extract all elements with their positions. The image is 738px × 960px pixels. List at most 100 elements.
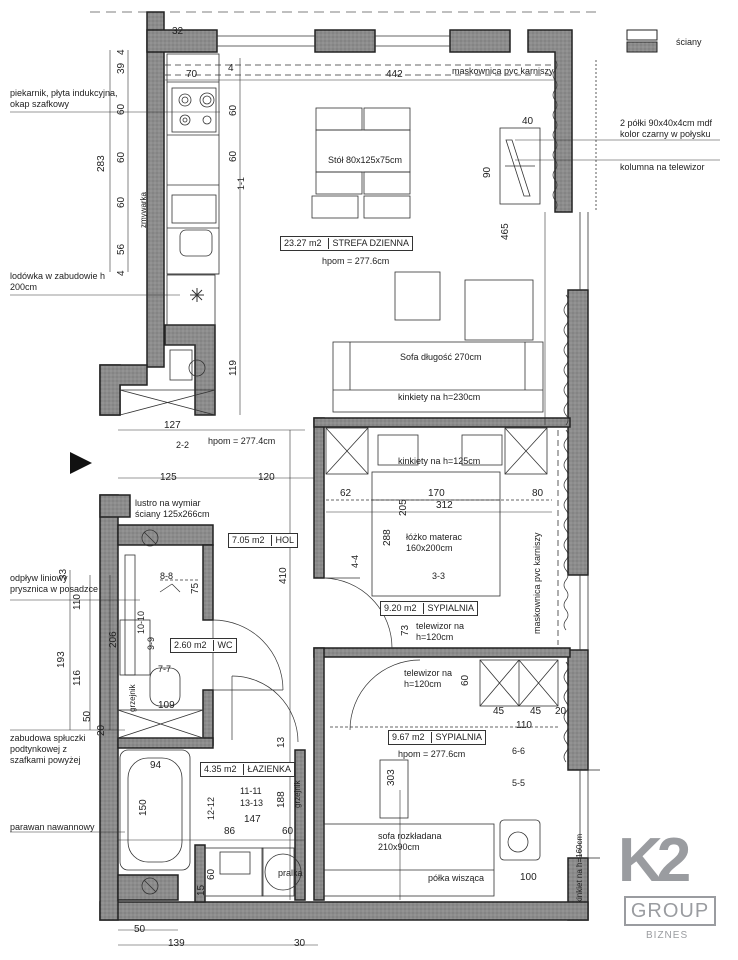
dim-label: 120 [258, 472, 275, 483]
room-name: WC [212, 640, 233, 651]
dim-label: 60 [460, 674, 471, 686]
dim-label: 410 [278, 567, 289, 584]
room-name: SYPIALNIA [422, 603, 474, 614]
note-drain: odpływ liniowy prysznica w posadzce [10, 573, 99, 594]
dim-label: 15 [196, 884, 207, 896]
dim-label: 116 [72, 670, 83, 686]
dimension-lines [69, 50, 555, 946]
section-mark: 11-11 [240, 786, 262, 796]
section-mark: 7-7 [158, 664, 172, 674]
section-mark: 8-8 [160, 571, 174, 581]
room-tag-hall: 7.05 m2 HOL [228, 533, 299, 548]
dim-label: 20 [555, 706, 567, 717]
section-mark: 1-1 [236, 176, 246, 190]
note-sofa: Sofa długość 270cm [400, 352, 482, 362]
section-mark: 9-9 [146, 636, 156, 650]
note-tv-column: kolumna na telewizor [620, 162, 705, 172]
dim-label: 50 [134, 924, 146, 935]
room-height-living: hpom = 277.6cm [322, 256, 390, 266]
note-bed: łóżko materac 160x200cm [406, 532, 463, 553]
note-heater2: grzejnik [293, 780, 302, 808]
note-oven: piekarnik, płyta indukcyjna, okap szafko… [10, 88, 118, 109]
section-mark: 2-2 [176, 440, 190, 450]
dim-label: 109 [158, 700, 175, 711]
leader-lines [10, 111, 720, 833]
dim-label: 13 [276, 736, 287, 748]
dim-label: 33 [58, 568, 69, 580]
dim-label: 60 [116, 151, 127, 163]
section-mark: 6-6 [512, 746, 526, 756]
walls [99, 11, 589, 921]
entrance-arrow-icon [70, 452, 92, 474]
dim-label: 110 [516, 720, 532, 731]
section-mark: 10-10 [136, 610, 146, 634]
dim-label: 60 [282, 826, 294, 837]
dim-label: 139 [168, 938, 185, 949]
room-area: 23.27 m2 [284, 238, 322, 248]
room-area: 9.67 m2 [392, 732, 425, 742]
room-height-bedroom2: hpom = 277.6cm [398, 749, 466, 759]
bedroom2-furniture [323, 659, 559, 897]
room-tag-bedroom1: 9.20 m2 SYPIALNIA [380, 601, 479, 616]
living-furniture [311, 107, 544, 413]
note-tv1: telewizor na h=120cm [416, 621, 465, 642]
dim-label: 70 [186, 69, 198, 80]
room-area: 2.60 m2 [174, 640, 207, 650]
room-tag-living: 23.27 m2 STREFA DZIENNA [280, 236, 414, 251]
section-mark: 12-12 [206, 796, 216, 820]
section-mark: 13-13 [240, 798, 264, 808]
dim-label: 4 [116, 49, 127, 55]
note-valance-side: maskownica pvc karniszy [532, 532, 542, 634]
note-shelves: 2 półki 90x40x4cm mdf kolor czarny w poł… [620, 118, 713, 139]
dim-label: 60 [228, 104, 239, 116]
dim-label: 39 [116, 62, 127, 74]
dim-label: 60 [116, 196, 127, 208]
section-mark: 3-3 [432, 571, 446, 581]
dim-label: 73 [400, 624, 411, 636]
dim-label: 119 [228, 360, 239, 376]
dim-label: 20 [96, 724, 107, 736]
dim-label: 30 [294, 938, 306, 949]
dim-label: 86 [224, 826, 236, 837]
dim-label: 90 [482, 166, 493, 178]
room-area: 4.35 m2 [204, 764, 237, 774]
legend-label: ściany [676, 37, 702, 47]
room-area: 9.20 m2 [384, 603, 417, 613]
dim-label: 127 [164, 420, 181, 431]
note-sofabed: sofa rozkładana 210x90cm [378, 831, 442, 852]
note-dishwasher: zmywarka [139, 191, 148, 228]
dim-label: 150 [138, 799, 149, 816]
room-tag-bathroom: 4.35 m2 ŁAZIENKA [200, 762, 296, 777]
bathroom-fixtures [117, 529, 302, 897]
dim-label: 45 [530, 706, 542, 717]
dim-label: 205 [398, 499, 409, 516]
note-mirror: lustro na wymiar ściany 125x266cm [135, 498, 210, 519]
dim-label: 303 [386, 769, 397, 786]
dim-label: 50 [82, 710, 93, 722]
note-table: Stół 80x125x75cm [328, 155, 403, 165]
dim-label: 188 [276, 791, 287, 808]
dim-label: 56 [116, 243, 127, 255]
dim-label: 110 [72, 594, 83, 610]
note-fridge: lodówka w zabudowie h 200cm [10, 271, 106, 292]
room-tag-wc: 2.60 m2 WC [170, 638, 237, 653]
dim-label: 75 [190, 582, 201, 594]
dim-label: 4 [228, 63, 234, 74]
dim-label: 170 [428, 488, 445, 499]
doors [159, 577, 421, 743]
dim-label: 45 [493, 706, 505, 717]
dim-label: 465 [500, 223, 511, 240]
kitchen-units [119, 53, 220, 416]
dim-label: 62 [340, 488, 352, 499]
dim-label: 60 [206, 868, 217, 880]
section-mark: 4-4 [350, 554, 360, 568]
dim-label: 100 [520, 872, 537, 883]
note-sconce3: kinkiet na h=160cm [575, 833, 584, 903]
dim-label: 193 [56, 651, 67, 668]
dim-label: 4 [116, 270, 127, 276]
dim-label: 125 [160, 472, 177, 483]
dim-label: 60 [228, 150, 239, 162]
note-sconce1: kinkiety na h=230cm [398, 392, 481, 402]
dim-label: 442 [386, 69, 403, 80]
section-mark: 5-5 [512, 778, 526, 788]
